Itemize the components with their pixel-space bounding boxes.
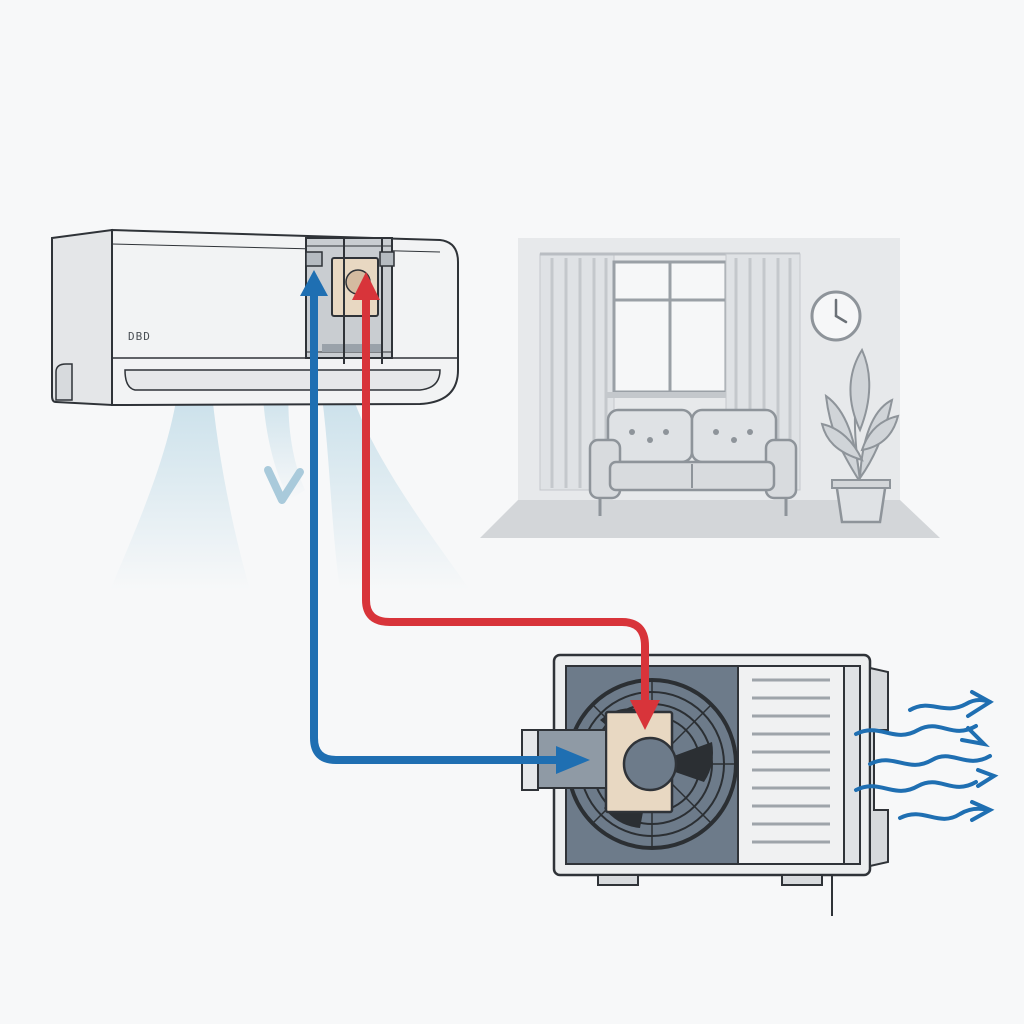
indoor-unit-cutaway: [305, 237, 395, 364]
indoor-unit-label: DBD: [128, 330, 151, 343]
sofa: [588, 408, 798, 516]
room-floor: [480, 500, 940, 538]
hot-line-arrow-down: [630, 700, 660, 730]
air-flow-arrow: [264, 466, 304, 504]
room-window: [606, 260, 734, 398]
exhaust-air-waves: [854, 690, 999, 822]
outdoor-side-grille: [737, 665, 845, 865]
hot-refrigerant-line: [352, 272, 660, 730]
living-room-scene: [480, 238, 940, 538]
wall-clock: [810, 290, 862, 342]
outdoor-compressor: [604, 710, 678, 814]
cold-refrigerant-line: [300, 270, 590, 774]
cold-line-arrow-up: [300, 270, 328, 296]
cold-line-arrow-right: [556, 746, 590, 774]
hot-line-arrow-up: [352, 272, 380, 300]
potted-plant: [820, 347, 900, 524]
outdoor-unit: [521, 653, 889, 916]
indoor-unit: DBD: [51, 228, 459, 407]
